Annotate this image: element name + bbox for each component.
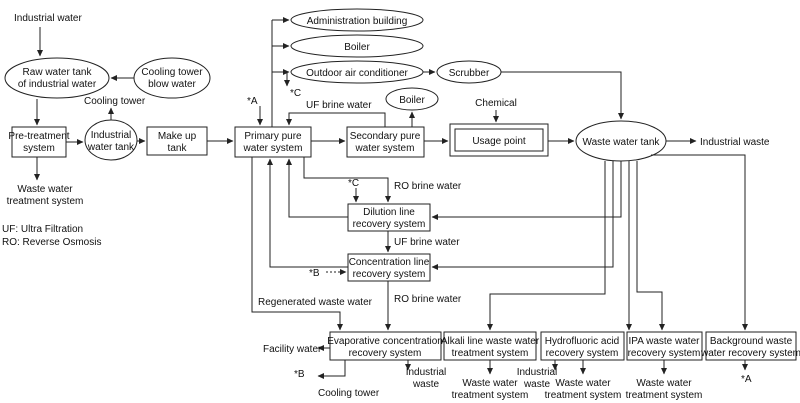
background-label-line1: Background waste bbox=[710, 336, 793, 347]
chemical-label: Chemical bbox=[475, 98, 517, 109]
ipa-label-line1: IPA waste water bbox=[629, 336, 701, 347]
hf-label-line1: Hydrofluoric acid bbox=[545, 336, 619, 347]
labels: Industrial water Raw water tank of indus… bbox=[2, 13, 800, 401]
hydrofluoric-acid-recovery-node bbox=[540, 331, 625, 361]
ipa-label-line2: recovery system bbox=[628, 348, 701, 359]
make-up-tank-label-line1: Make up bbox=[158, 131, 197, 142]
regenerated-waste-water-label: Regenerated waste water bbox=[258, 297, 373, 308]
uf-brine-water-top-label: UF brine water bbox=[306, 100, 372, 111]
wwts-ipa-line1: Waste water bbox=[636, 378, 692, 389]
primary-pure-water-system-node bbox=[234, 126, 312, 158]
hf-label-line2: recovery system bbox=[546, 348, 619, 359]
legend-ro: RO: Reverse Osmosis bbox=[2, 237, 101, 248]
alkali-line-treatment-node bbox=[443, 331, 537, 361]
cooling-tower-top-label: Cooling tower bbox=[84, 96, 146, 107]
boiler-mid-node bbox=[385, 87, 439, 111]
boiler-top-label: Boiler bbox=[344, 42, 370, 53]
alkali-label-line1: Alkali line waste water bbox=[441, 336, 540, 347]
pretreatment-label-line1: Pre-treatment bbox=[8, 131, 69, 142]
wwts-hf-line1: Waste water bbox=[555, 378, 611, 389]
wwts-hf-line2: treatment system bbox=[545, 390, 622, 401]
dilution-label-line1: Dilution line bbox=[363, 207, 415, 218]
raw-water-tank-node bbox=[4, 57, 110, 99]
concentration-label-line2: recovery system bbox=[353, 269, 426, 280]
primary-pure-label-line1: Primary pure bbox=[244, 131, 302, 142]
b-mark-bottom: *B bbox=[294, 369, 305, 380]
dilution-label-line2: recovery system bbox=[353, 219, 426, 230]
usage-point-inner-frame bbox=[454, 128, 544, 152]
wwts-ipa-line2: treatment system bbox=[626, 390, 703, 401]
wwts-alkali-line2: treatment system bbox=[452, 390, 529, 401]
evaporative-label-line1: Evaporative concentration bbox=[327, 336, 443, 347]
industrial-waste-right-label: Industrial waste bbox=[700, 137, 770, 148]
background-waste-water-recovery-node bbox=[705, 331, 797, 361]
administration-building-node bbox=[290, 8, 424, 32]
raw-water-tank-label-line1: Raw water tank bbox=[23, 67, 93, 78]
legend-uf: UF: Ultra Filtration bbox=[2, 224, 83, 235]
boiler-mid-label: Boiler bbox=[399, 95, 425, 106]
a-mark-top: *A bbox=[247, 96, 258, 107]
industrial-water-tank-label-line2: water tank bbox=[87, 142, 135, 153]
outdoor-air-conditioner-label: Outdoor air conditioner bbox=[306, 68, 408, 79]
wwts-alkali-line1: Waste water bbox=[462, 378, 518, 389]
uf-brine-water-mid-label: UF brine water bbox=[394, 237, 460, 248]
ro-brine-water-bottom-label: RO brine water bbox=[394, 294, 462, 305]
scrubber-label: Scrubber bbox=[449, 68, 490, 79]
cooling-tower-blow-label-line2: blow water bbox=[148, 79, 196, 90]
nodes bbox=[4, 8, 797, 361]
secondary-pure-label-line1: Secondary pure bbox=[350, 131, 421, 142]
concentration-line-recovery-system-node bbox=[347, 253, 431, 282]
pretreatment-label-line2: system bbox=[23, 143, 55, 154]
industrial-waste-evap-line1: Industrial bbox=[406, 367, 447, 378]
alkali-label-line2: treatment system bbox=[452, 348, 529, 359]
evaporative-concentration-node bbox=[329, 331, 442, 361]
boiler-top-node bbox=[290, 34, 424, 58]
a-mark-bottom: *A bbox=[741, 374, 752, 385]
secondary-pure-label-line2: water system bbox=[355, 143, 415, 154]
evaporative-label-line2: recovery system bbox=[349, 348, 422, 359]
make-up-tank-node bbox=[146, 126, 208, 156]
concentration-label-line1: Concentration line bbox=[349, 257, 430, 268]
ro-brine-water-top-label: RO brine water bbox=[394, 181, 462, 192]
usage-point-label: Usage point bbox=[472, 136, 526, 147]
industrial-water-tank-label-line1: Industrial bbox=[91, 130, 132, 141]
industrial-water-input-label: Industrial water bbox=[14, 13, 82, 24]
cooling-tower-blow-label-line1: Cooling tower bbox=[141, 67, 203, 78]
industrial-waste-evap-line2: waste bbox=[412, 379, 440, 390]
facility-water-label: Facility water bbox=[263, 344, 322, 355]
c-mark-mid: *C bbox=[348, 178, 359, 189]
industrial-waste-hf-line1: Industrial bbox=[517, 367, 558, 378]
waste-water-tank-label: Waste water tank bbox=[583, 137, 661, 148]
pretreatment-system-node bbox=[11, 126, 67, 158]
waste-water-treatment-left-line2: treatment system bbox=[7, 196, 84, 207]
primary-pure-label-line2: water system bbox=[243, 143, 303, 154]
c-mark-top: *C bbox=[290, 88, 301, 99]
raw-water-tank-label-line2: of industrial water bbox=[18, 79, 97, 90]
dilution-line-recovery-system-node bbox=[347, 203, 431, 232]
cooling-tower-bottom-label: Cooling tower bbox=[318, 388, 380, 399]
background-label-line2: water recovery system bbox=[700, 348, 800, 359]
ipa-waste-water-recovery-node bbox=[626, 331, 703, 361]
connectors bbox=[34, 17, 748, 379]
waste-water-treatment-left-line1: Waste water bbox=[17, 184, 73, 195]
cooling-tower-blow-water-node bbox=[133, 57, 211, 99]
industrial-waste-hf-line2: waste bbox=[523, 379, 551, 390]
b-mark-mid: *B bbox=[309, 268, 320, 279]
make-up-tank-label-line2: tank bbox=[168, 143, 188, 154]
administration-building-label: Administration building bbox=[307, 16, 408, 27]
